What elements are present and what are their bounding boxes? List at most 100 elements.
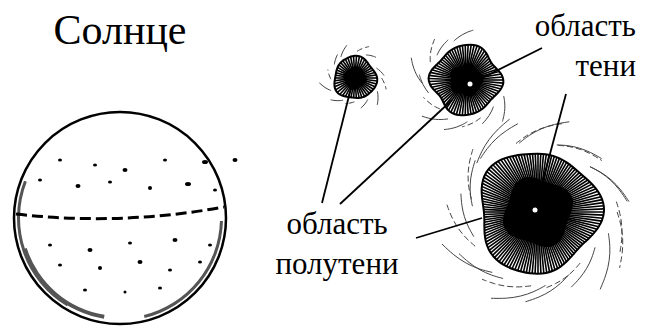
field-line: [419, 75, 428, 93]
penumbra: [334, 56, 377, 98]
field-line: [331, 99, 344, 101]
field-line: [319, 83, 331, 91]
field-line: [334, 54, 337, 64]
limb-shade: [144, 221, 223, 318]
penumbra-filament: [353, 56, 355, 68]
sunspot-dot: [202, 160, 208, 164]
sunspot-dot: [158, 287, 162, 290]
sunspot-dot: [38, 179, 42, 182]
sunspot-dot: [123, 168, 128, 172]
field-line: [366, 55, 376, 57]
sunspot: [411, 30, 505, 129]
sunspot-dot: [76, 184, 81, 188]
penumbra-filament: [357, 88, 359, 98]
sunspot-dot: [163, 159, 167, 162]
field-line: [470, 160, 475, 206]
penumbra-filament: [537, 242, 539, 274]
penumbra-filament: [467, 94, 468, 114]
sunspot-dot: [185, 182, 191, 186]
penumbra-filament: [365, 77, 377, 79]
field-line: [423, 97, 439, 109]
sunspot-dot: [148, 186, 152, 190]
penumbra-filament: [335, 79, 345, 80]
sunspot-dot: [128, 242, 132, 245]
field-line: [341, 45, 347, 57]
label-text: область тени: [535, 8, 636, 83]
leader-dot: [533, 208, 538, 213]
field-line: [616, 202, 622, 254]
penumbra-filament: [462, 46, 464, 66]
penumbra-filament: [535, 154, 536, 182]
sunspot-dot: [124, 291, 127, 294]
field-line: [462, 118, 480, 127]
leader-line: [322, 84, 352, 203]
field-line: [382, 78, 387, 89]
field-line: [442, 244, 492, 272]
leader-dot: [468, 82, 473, 87]
field-line: [468, 147, 474, 199]
sunspot-dot: [233, 158, 238, 162]
penumbra-filament: [539, 242, 540, 273]
field-line: [376, 68, 384, 75]
penumbra-filament: [537, 154, 539, 182]
penumbra-filament: [335, 77, 344, 79]
equator-spots: [16, 207, 224, 219]
field-line: [328, 70, 331, 80]
field-line: [482, 107, 493, 124]
sun-title: Солнце: [30, 6, 210, 54]
sunspot-dot: [208, 244, 212, 247]
penumbra: [482, 154, 604, 274]
penumbra-filament: [355, 88, 357, 98]
penumbra-filament: [569, 189, 596, 200]
sunspot-dot: [213, 189, 217, 192]
umbra: [503, 177, 573, 247]
field-line: [361, 99, 368, 108]
sunspot-dot: [58, 159, 62, 162]
penumbra-filament: [365, 75, 376, 77]
penumbra-filament: [482, 79, 504, 81]
label-text: область полутени: [275, 206, 398, 281]
field-line: [519, 122, 569, 143]
sunspot-dot: [108, 181, 112, 184]
field-line: [482, 279, 531, 287]
leader-line: [470, 48, 542, 84]
leader-line: [416, 218, 482, 238]
penumbra-filament: [484, 211, 508, 213]
sunspot-dot: [48, 244, 52, 247]
field-line: [600, 233, 610, 289]
sunspot-dot: [198, 261, 202, 264]
field-line: [558, 145, 602, 160]
penumbra-filament: [464, 45, 466, 65]
sunspot: [442, 119, 629, 302]
leader-line: [535, 94, 566, 210]
sunspot-dot: [83, 289, 87, 292]
penumbra: [429, 45, 504, 115]
field-line: [461, 194, 474, 237]
sun: [14, 112, 238, 324]
limb-shade: [23, 248, 105, 319]
penumbra-filament: [568, 209, 604, 211]
limb-shade: [17, 181, 68, 307]
field-line: [480, 124, 518, 159]
field-line: [411, 58, 422, 83]
sunspot-dot: [58, 264, 62, 267]
sunspot-dot: [88, 248, 93, 252]
field-line: [357, 47, 369, 52]
field-line: [454, 30, 474, 41]
sunspot-dot: [98, 266, 102, 270]
penumbra-filament: [351, 57, 353, 69]
sunspot-dot: [168, 269, 172, 272]
field-line: [377, 91, 379, 105]
sun-disc: [14, 112, 226, 324]
penumbra-filament: [336, 75, 345, 76]
umbra-label: область тени: [488, 6, 636, 87]
sunspot-dot: [93, 164, 97, 167]
umbra: [343, 66, 366, 89]
field-line: [430, 39, 434, 62]
penumbra-filament: [568, 211, 604, 213]
label-text: Солнце: [53, 7, 186, 53]
sunspot-dot: [173, 238, 178, 242]
penumbra-filament: [429, 81, 453, 82]
field-line: [502, 96, 504, 122]
